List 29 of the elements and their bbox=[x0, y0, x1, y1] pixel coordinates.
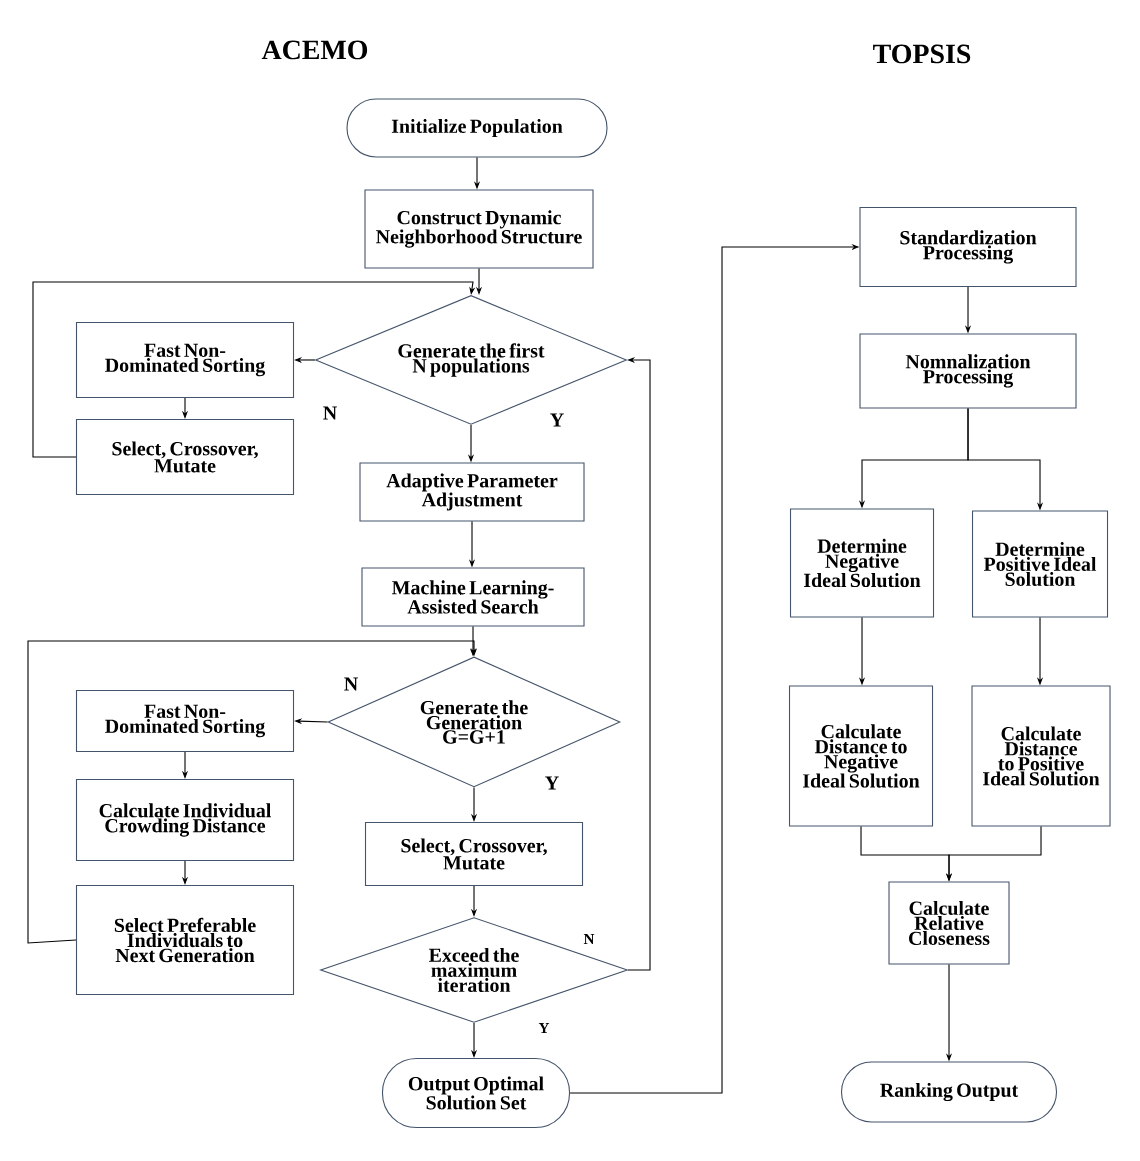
edge-label: N bbox=[582, 933, 596, 945]
process-box: Calculate Relative Closeness bbox=[888, 881, 1010, 965]
process-box: Select Preferable Individuals to Next Generation bbox=[75, 884, 295, 996]
process-box: Construct Dynamic Neighborhood Structure bbox=[364, 189, 594, 269]
process-box: Adaptive Parameter Adjustment bbox=[359, 462, 585, 522]
process-box: Fast Non-Dominated Sorting bbox=[75, 321, 295, 399]
process-box: Calculate Individual Crowding Distance bbox=[75, 778, 295, 862]
edge-label: Y bbox=[543, 775, 561, 791]
section-title: TOPSIS bbox=[873, 44, 971, 64]
terminal-box: Initialize Population bbox=[346, 98, 608, 158]
terminal-box: Output Optimal Solution Set bbox=[381, 1057, 571, 1129]
process-box: Select, Crossover, Mutate bbox=[364, 821, 584, 887]
process-box: Standardization Processing bbox=[859, 206, 1077, 288]
process-box: Nomnalization Processing bbox=[859, 333, 1077, 409]
process-box: Calculate Distance to Negative Ideal Solution bbox=[788, 685, 934, 827]
edge-label: Y bbox=[537, 1022, 551, 1034]
edge-label: N bbox=[321, 405, 339, 421]
arrow bbox=[27, 640, 478, 944]
process-box: Fast Non-Dominated Sorting bbox=[75, 689, 295, 753]
process-box: Calculate Distance to Positive Ideal Solution bbox=[971, 685, 1111, 827]
arrow bbox=[32, 281, 476, 458]
process-box: Determine Positive Ideal Solution bbox=[971, 510, 1109, 618]
section-title: ACEMO bbox=[261, 40, 368, 60]
process-box: Determine Negative Ideal Solution bbox=[789, 508, 935, 618]
process-box: Machine Learning-Assisted Search bbox=[361, 567, 585, 627]
edge-label: Y bbox=[548, 412, 566, 428]
edge-label: N bbox=[342, 676, 360, 692]
terminal-box: Ranking Output bbox=[840, 1061, 1058, 1123]
process-box: Select, Crossover, Mutate bbox=[75, 418, 295, 496]
